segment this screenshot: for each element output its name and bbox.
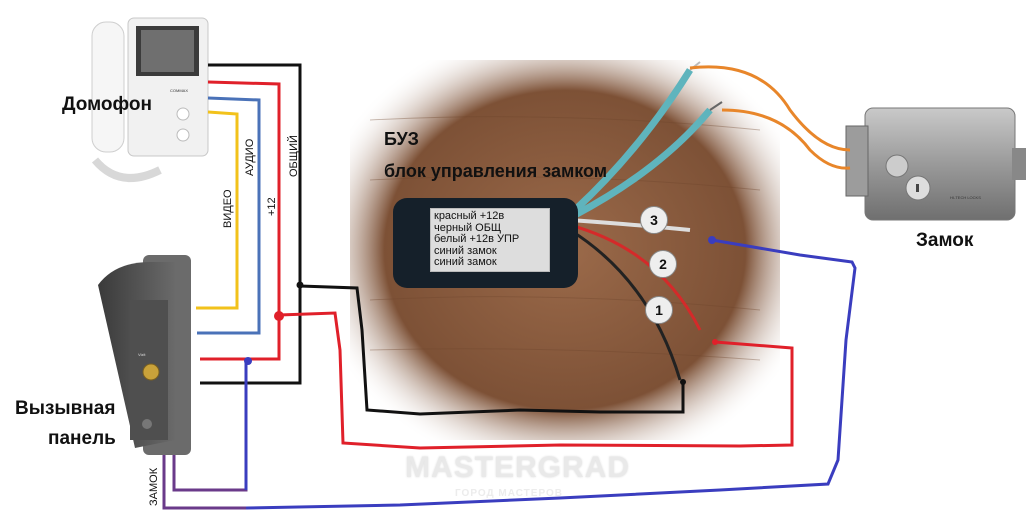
- wire-label-lock: ЗАМОК: [148, 467, 160, 506]
- sticker-line: белый +12в УПР: [434, 233, 520, 245]
- sticker-line: черный ОБЩ: [434, 221, 502, 234]
- white-wire: [569, 218, 691, 232]
- teal-cable-2: [573, 107, 713, 219]
- call-panel-brand: Vizit: [138, 352, 146, 357]
- teal-cable-1: [572, 68, 693, 213]
- orange-wire-1: [689, 65, 851, 152]
- wood-grain: [369, 116, 761, 361]
- wire-label-common: ОБЩИЙ: [288, 135, 300, 177]
- lock-device: [845, 107, 1026, 221]
- buz-title: БУЗ: [384, 129, 419, 149]
- buz-sticker: красный +12в черный ОБЩ белый +12в УПР с…: [430, 208, 550, 272]
- junction-common: [296, 281, 304, 289]
- orange-wire-2: [721, 108, 851, 170]
- call-panel-label-line2: панель: [48, 428, 116, 449]
- black-wire-photo: [569, 228, 682, 381]
- handset-cord: [91, 157, 162, 182]
- intercom-brand: COMMAX: [170, 88, 188, 93]
- video-wire: [196, 110, 239, 310]
- lock-wire-purple-2: [162, 455, 246, 510]
- wire-label-audio: АУДИО: [244, 138, 256, 176]
- sticker-line: синий замок: [434, 244, 497, 257]
- lock-wire-blue-long: [245, 238, 857, 510]
- wire-label-video: ВИДЕО: [222, 189, 234, 228]
- plus12-wire: [200, 80, 281, 361]
- junction-lock: [244, 357, 252, 365]
- wire-number-1: 1: [645, 296, 673, 324]
- audio-wire: [197, 96, 261, 335]
- intercom-label: Домофон: [62, 94, 152, 115]
- buz-subtitle: блок управления замком: [384, 161, 608, 181]
- junction-red-end: [712, 339, 718, 345]
- intercom-device: [91, 17, 209, 182]
- lock-brand: HI-TECH LOCKS: [950, 195, 981, 200]
- sticker-line: красный +12в: [434, 210, 505, 222]
- junction-white-end: [708, 236, 716, 244]
- handset: [91, 21, 125, 153]
- bare-wire-2: [709, 101, 723, 111]
- wire-number-3: 3: [640, 206, 668, 234]
- common-to-buz-wire: [299, 284, 685, 416]
- common-wire: [200, 63, 302, 385]
- watermark-sub: ГОРОД МАСТЕРОВ: [455, 488, 563, 499]
- sticker-line: синий замок: [434, 256, 497, 268]
- plus12-to-buz-wire: [278, 311, 794, 450]
- call-panel-label-line1: Вызывная: [15, 398, 116, 419]
- junction-black-end: [680, 379, 686, 385]
- red-wire-photo: [569, 223, 702, 331]
- watermark-main: MASTERGRAD: [405, 451, 630, 484]
- junction-plus12: [274, 311, 284, 321]
- buz-photo: [350, 60, 780, 440]
- wire-number-2: 2: [649, 250, 677, 278]
- call-panel-device: [98, 255, 191, 455]
- wire-label-plus12: +12: [266, 197, 278, 216]
- lock-label: Замок: [916, 230, 974, 251]
